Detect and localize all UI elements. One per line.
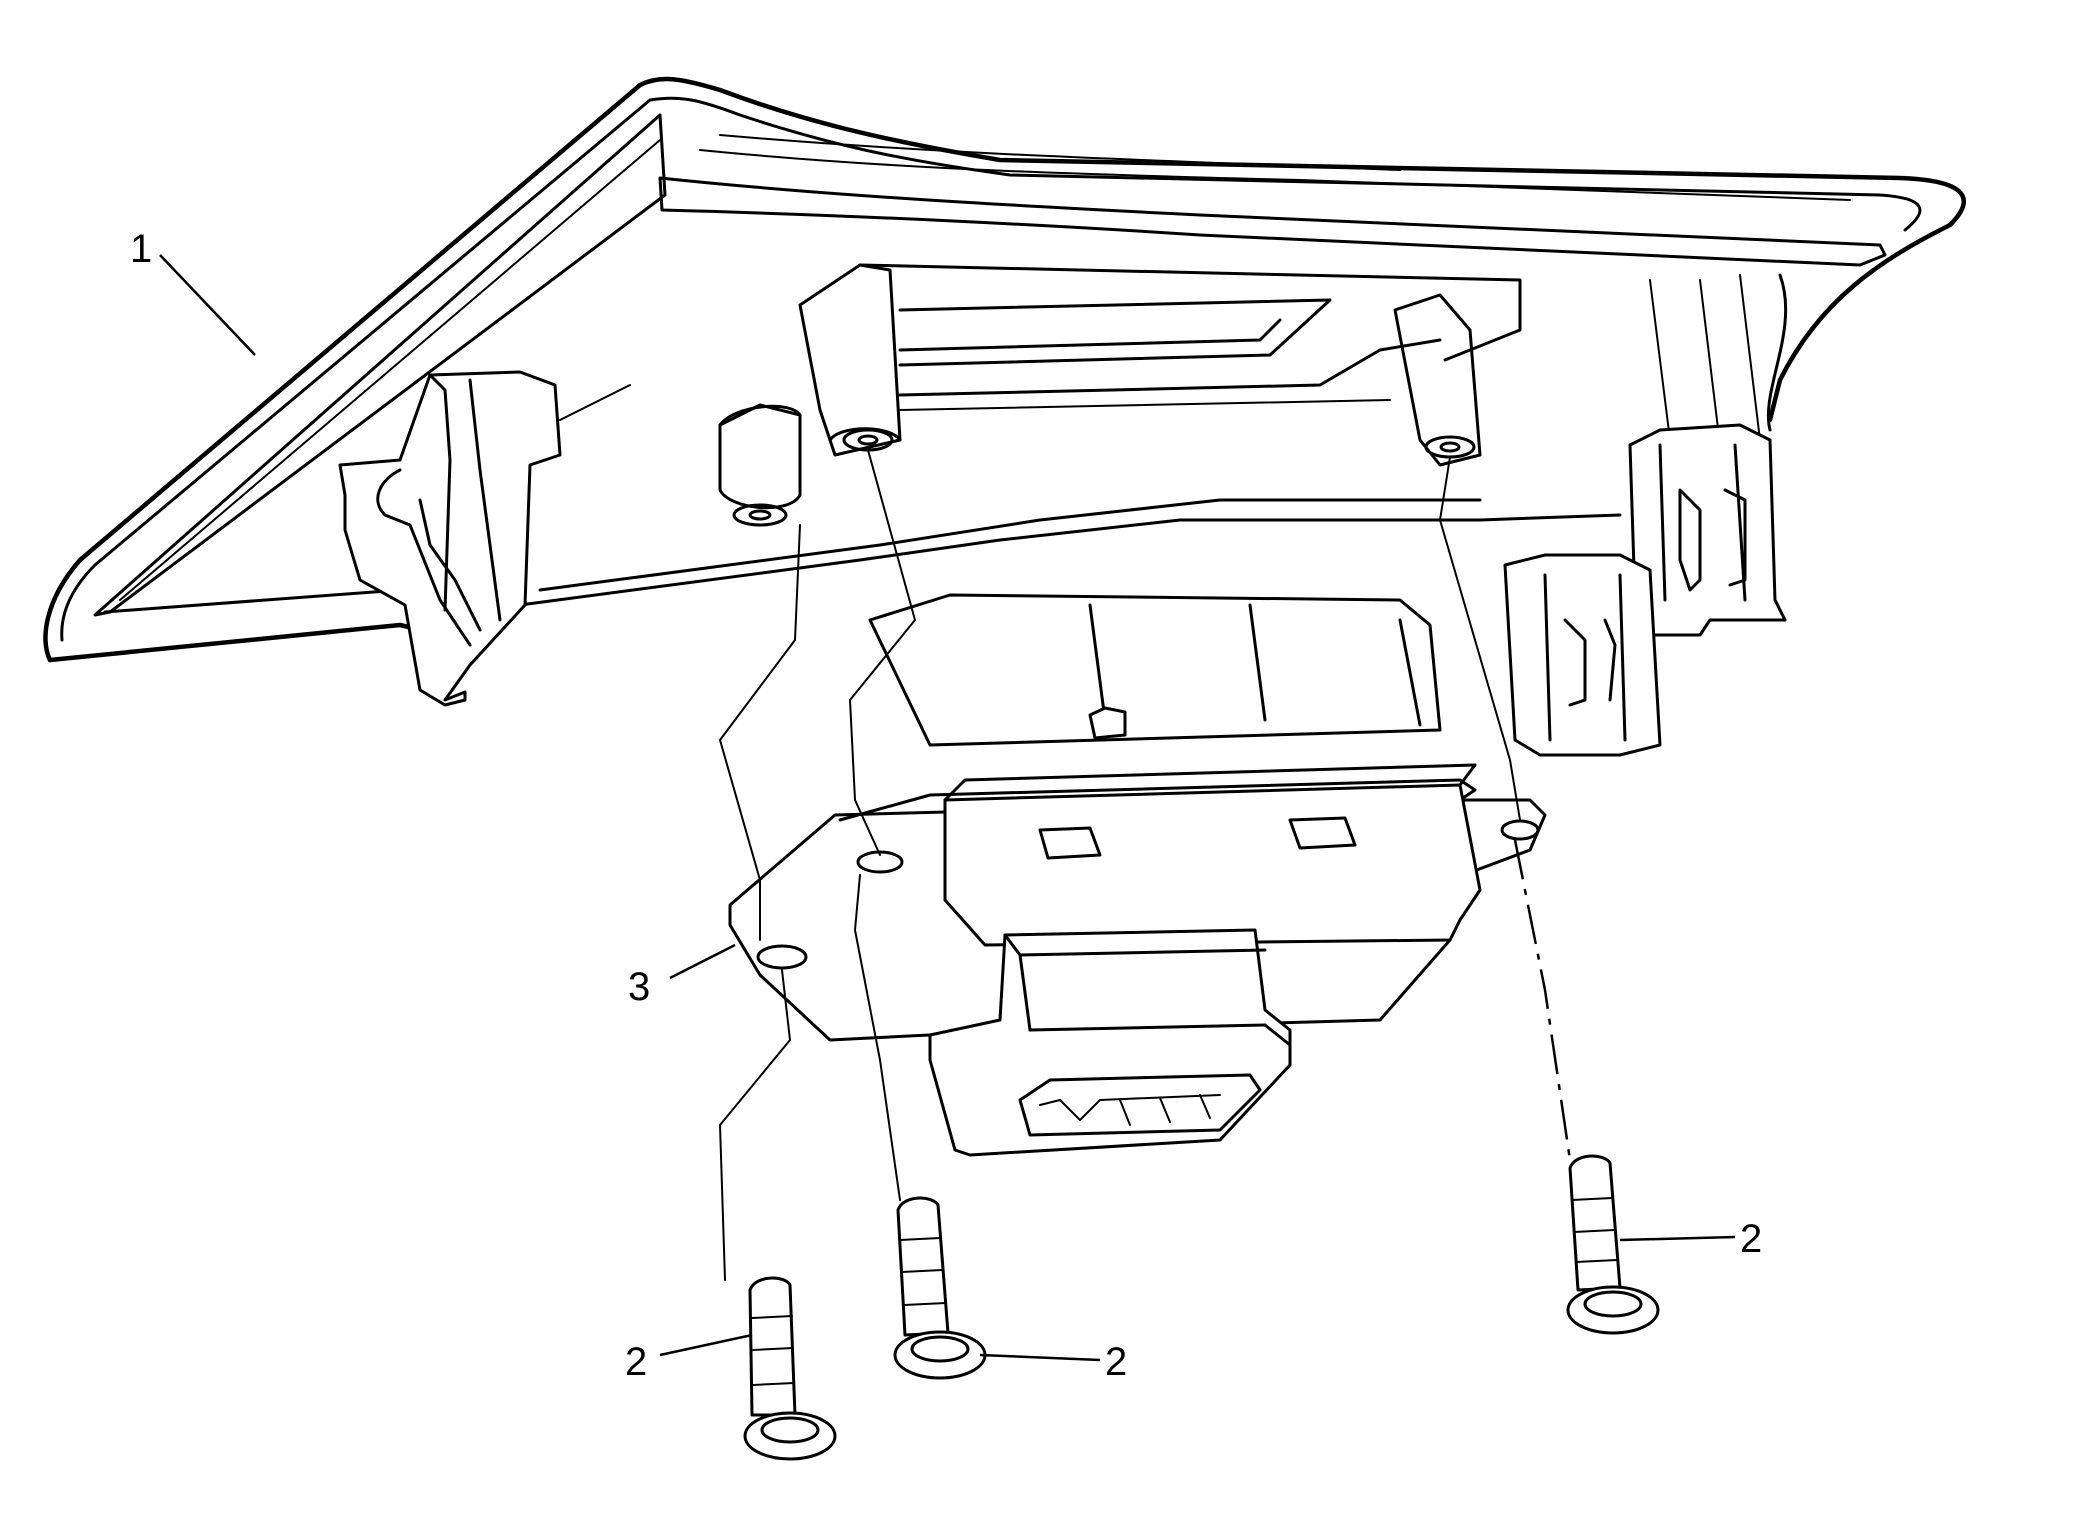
callout-2-right: 2 <box>1740 1217 1762 1261</box>
callout-3: 3 <box>628 965 650 1009</box>
screw-center <box>893 1196 987 1380</box>
right-retaining-clip-lower <box>1503 553 1662 757</box>
trim-panel <box>43 76 1966 663</box>
callout-leaders <box>159 254 1736 1362</box>
callout-1: 1 <box>130 227 152 271</box>
assembly-guide-lines <box>719 449 1572 1281</box>
screw-right <box>1566 1154 1660 1335</box>
callout-2-left: 2 <box>625 1340 647 1384</box>
mounting-boss-center <box>798 263 902 457</box>
control-module <box>728 593 1547 1157</box>
mounting-boss-left <box>718 403 802 527</box>
left-retaining-clip <box>338 370 631 707</box>
module-bracket <box>858 263 1522 411</box>
callout-2-center: 2 <box>1105 1340 1127 1384</box>
callout-labels: 1 2 2 2 3 <box>130 227 1762 1384</box>
mounting-boss-right <box>1393 293 1482 467</box>
screw-left <box>743 1276 837 1461</box>
